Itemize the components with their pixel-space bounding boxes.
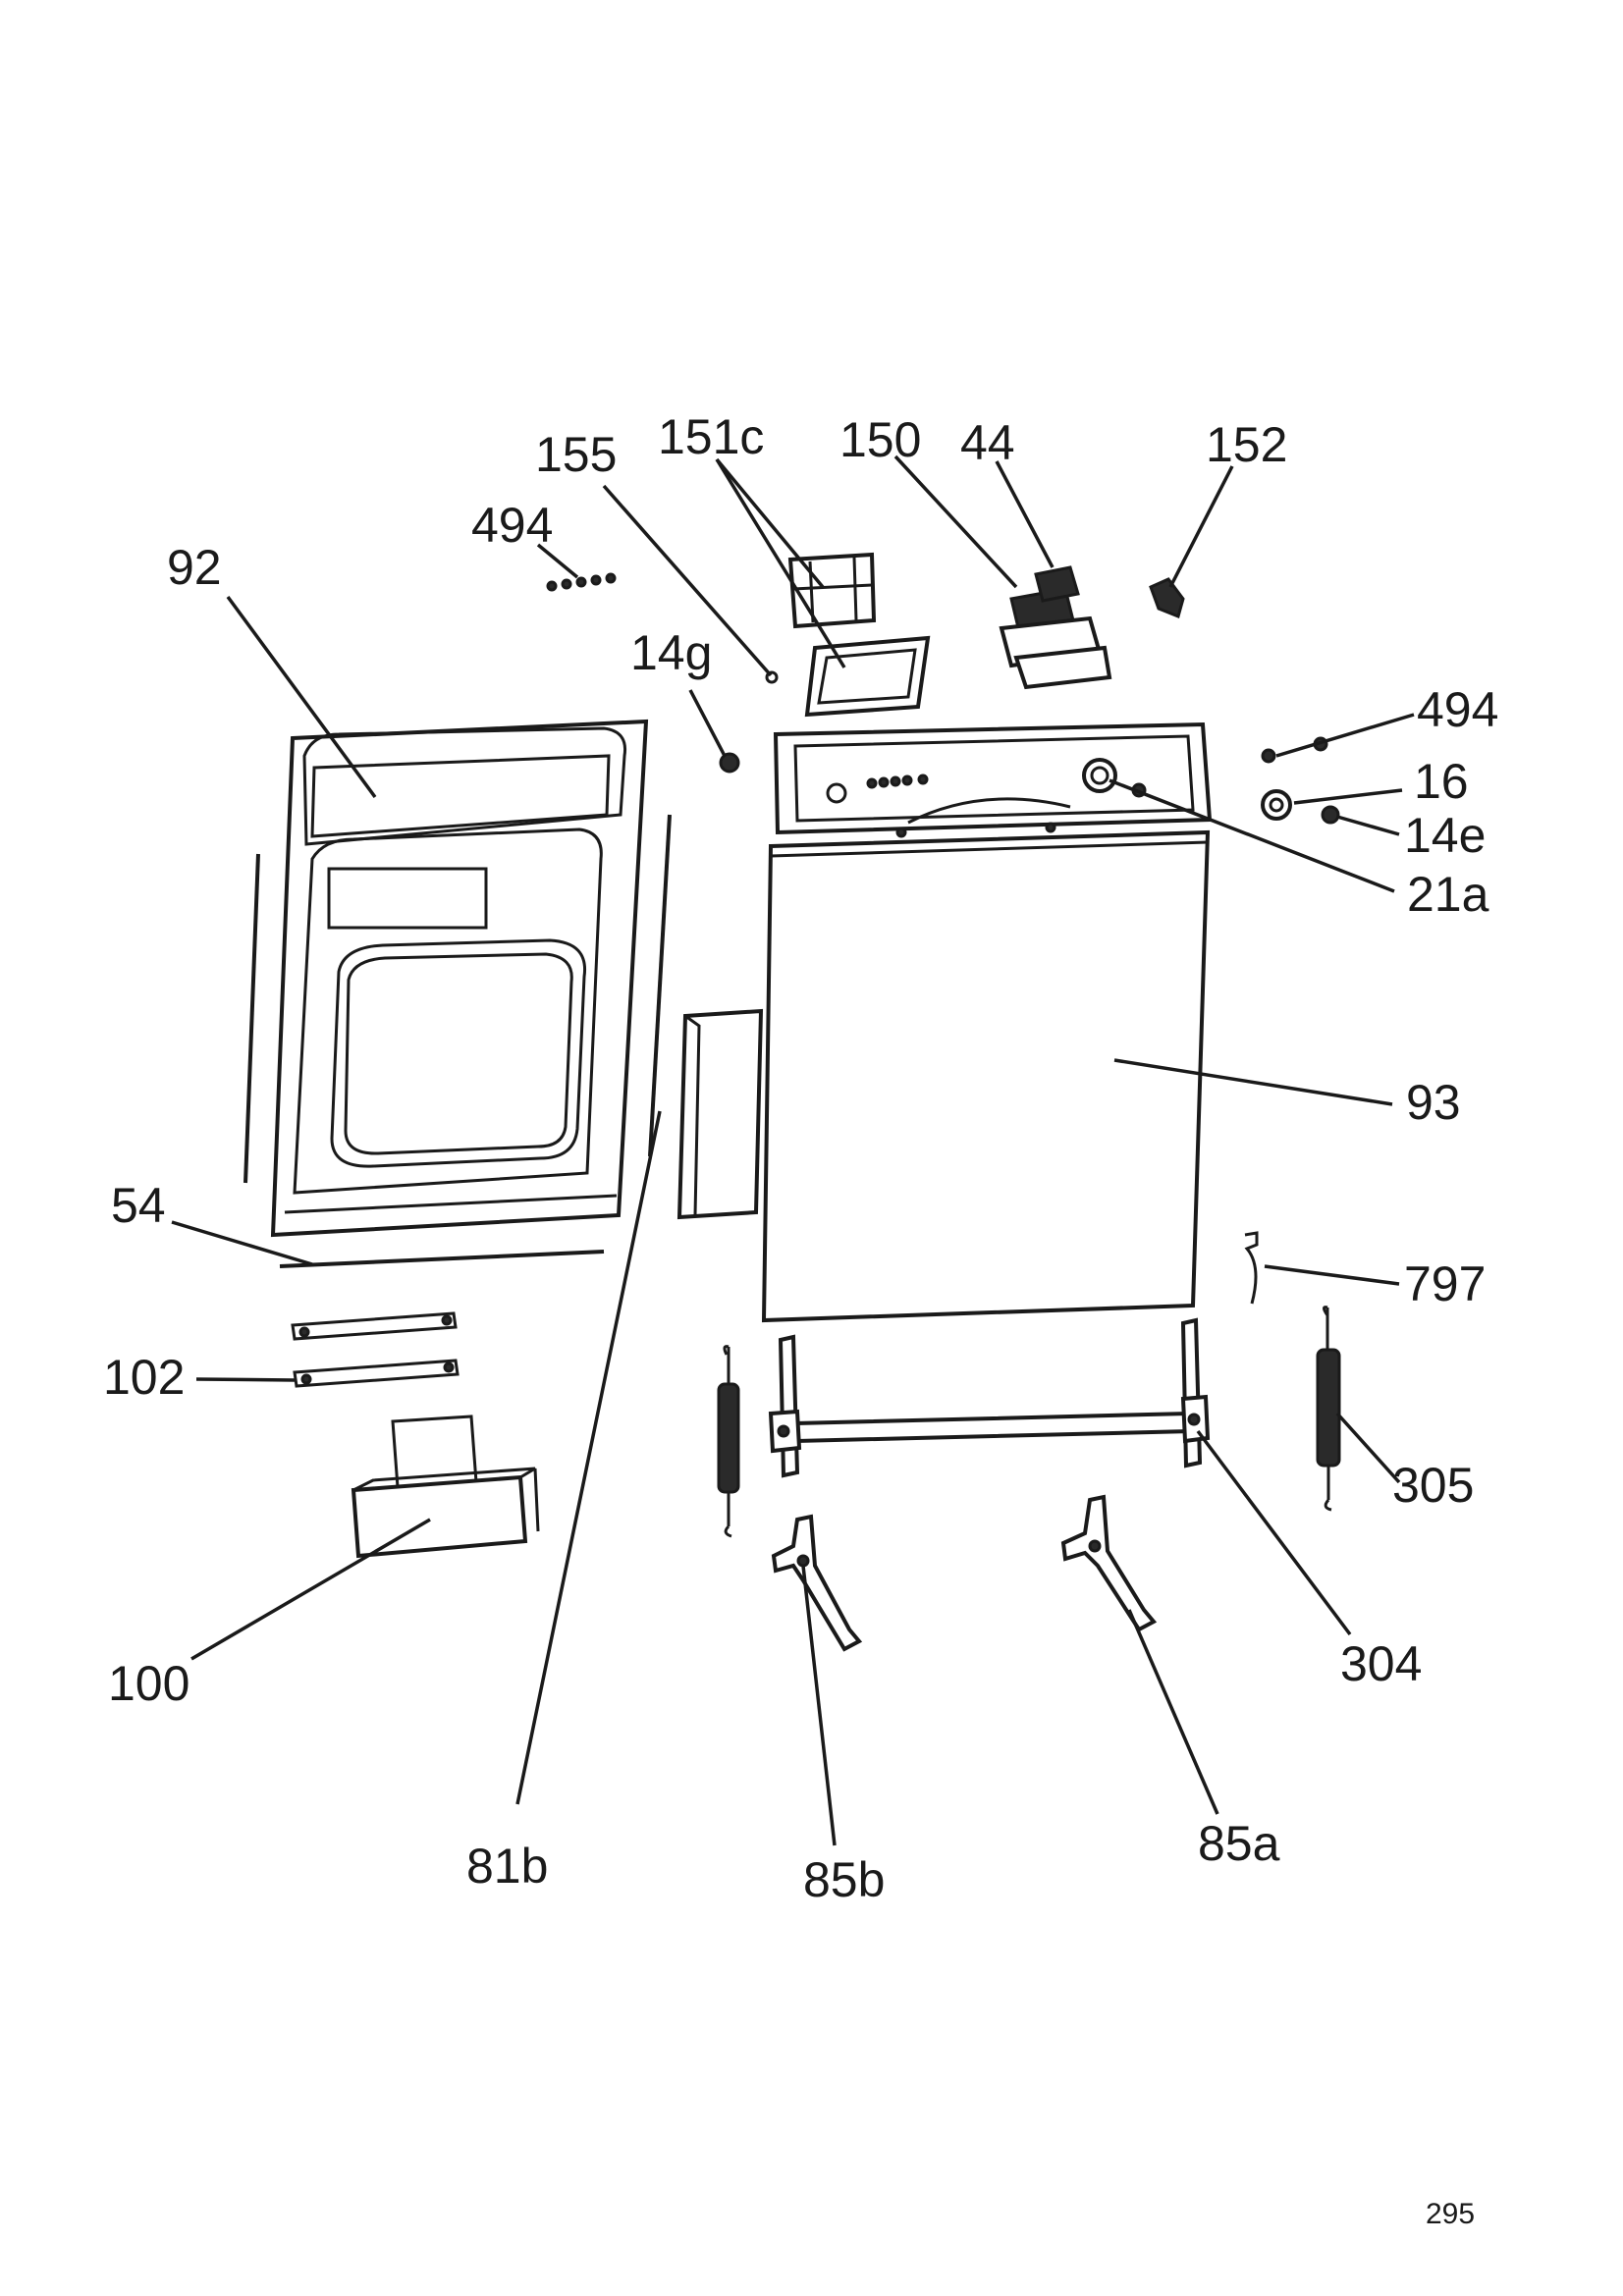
label-305: 305 [1392,1458,1474,1513]
label-102: 102 [103,1350,185,1405]
part-151c-bracket [787,552,931,718]
label-494-right: 494 [1417,682,1498,737]
label-151c: 151c [658,409,764,464]
part-102-brackets [291,1311,460,1388]
label-494-top: 494 [471,498,553,553]
part-14g-knob [719,752,740,774]
part-control-panel [773,721,1213,835]
part-304-hinge-bar [768,1317,1211,1478]
label-81b: 81b [466,1839,548,1894]
label-797: 797 [1404,1256,1486,1311]
label-85a: 85a [1198,1816,1280,1871]
part-155-pin [765,670,779,684]
part-150-44-control-module [999,565,1112,690]
label-16: 16 [1414,754,1469,809]
part-797-clip [1244,1231,1259,1305]
part-spacer-block [676,1008,764,1220]
label-152: 152 [1206,417,1287,472]
label-85b: 85b [803,1852,885,1907]
label-44: 44 [960,415,1015,470]
label-93: 93 [1406,1075,1461,1130]
label-14e: 14e [1404,808,1486,863]
part-305-spring-right [1316,1306,1341,1512]
label-150: 150 [839,412,921,467]
label-100: 100 [108,1656,189,1711]
part-100-handle [351,1415,540,1559]
part-spring-left [717,1345,740,1538]
part-85a-hinge [1060,1494,1158,1632]
part-93-outer-door [761,822,1211,1323]
part-81b-side-rail [243,814,672,1184]
part-14e-knob [1321,805,1340,825]
label-14g: 14g [630,625,712,680]
label-54: 54 [111,1178,166,1233]
part-152-clip [1149,577,1185,619]
label-21a: 21a [1407,867,1489,922]
label-304: 304 [1340,1636,1422,1691]
part-85b-hinge [771,1514,863,1652]
page-number: 295 [1426,2198,1475,2230]
label-155: 155 [535,427,617,482]
leader-lines [171,454,1415,1846]
part-92-inner-door [270,719,649,1238]
part-494-screws-top [546,572,617,592]
part-16-ring [1261,789,1292,821]
part-54-trim-strip [279,1250,605,1268]
label-92: 92 [167,540,222,595]
